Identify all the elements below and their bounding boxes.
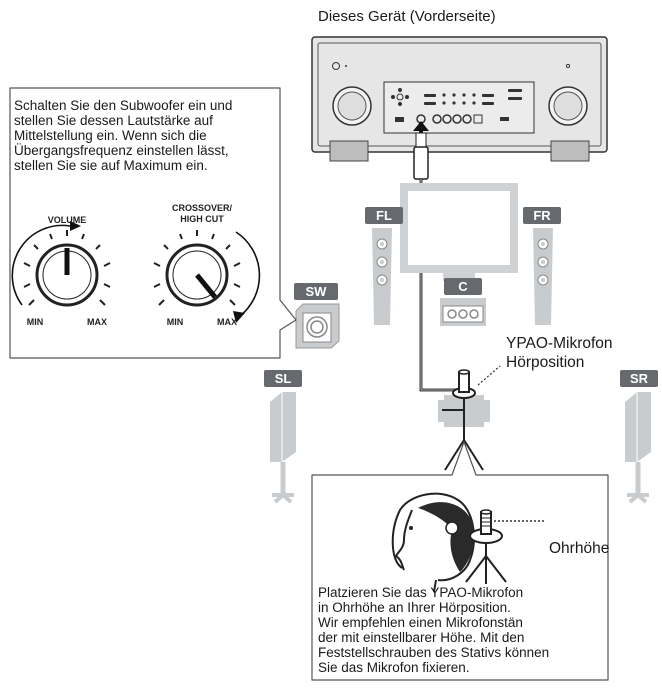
crossover-dial — [153, 230, 261, 323]
volume-dial — [11, 221, 111, 307]
speaker-tag-sl: SL — [264, 370, 302, 387]
device-caption: Dieses Gerät (Vorderseite) — [318, 8, 496, 25]
volume-max-label: MAX — [87, 317, 107, 327]
speaker-tag-sr: SR — [620, 370, 658, 387]
volume-label: VOLUME — [47, 215, 87, 225]
ear-height-label: Ohrhöhe — [549, 540, 610, 557]
placement-line: Platzieren Sie das YPAO-Mikrofon — [318, 585, 524, 600]
speaker-tag-c: C — [444, 278, 482, 295]
speaker-tag-fl: FL — [365, 207, 403, 224]
placement-line: in Ohrhöhe an Ihrer Hörposition. — [318, 600, 511, 615]
speaker-sr — [625, 392, 651, 504]
highcut-label: HIGH CUT — [180, 214, 224, 224]
speaker-center — [440, 298, 486, 326]
speaker-tag-sw: SW — [294, 283, 338, 300]
television — [400, 183, 518, 281]
power-icon — [332, 62, 340, 70]
crossover-max-label: MAX — [217, 317, 237, 327]
speaker-sl — [270, 392, 296, 504]
placement-line: Feststellschrauben des Stativs können — [318, 645, 550, 660]
subwoofer — [295, 303, 340, 349]
speaker-tag-fr: FR — [523, 207, 561, 224]
placement-line: Sie das Mikrofon fixieren. — [318, 660, 470, 675]
crossover-min-label: MIN — [166, 317, 184, 327]
volume-min-label: MIN — [26, 317, 44, 327]
mic-leader-line — [477, 365, 501, 386]
placement-line: Wir empfehlen einen Mikrofonstän — [318, 615, 523, 630]
listening-position: Hörposition — [506, 354, 585, 371]
speaker-fl — [372, 228, 392, 325]
subwoofer-note: Schalten Sie den Subwoofer ein und stell… — [14, 98, 233, 173]
mic-label: YPAO-Mikrofon Hörposition — [506, 334, 613, 372]
placement-line: der mit einstellbarer Höhe. Mit den — [318, 630, 525, 645]
speaker-fr — [533, 228, 553, 325]
mic-stand-closeup — [465, 509, 507, 584]
person-head — [391, 492, 475, 593]
placement-note: Platzieren Sie das YPAO-Mikrofon in Ohrh… — [318, 585, 598, 675]
mic-stand — [442, 369, 484, 471]
crossover-label: CROSSOVER/ — [171, 203, 232, 213]
mic-name: YPAO-Mikrofon — [506, 335, 613, 352]
av-receiver — [311, 36, 608, 162]
